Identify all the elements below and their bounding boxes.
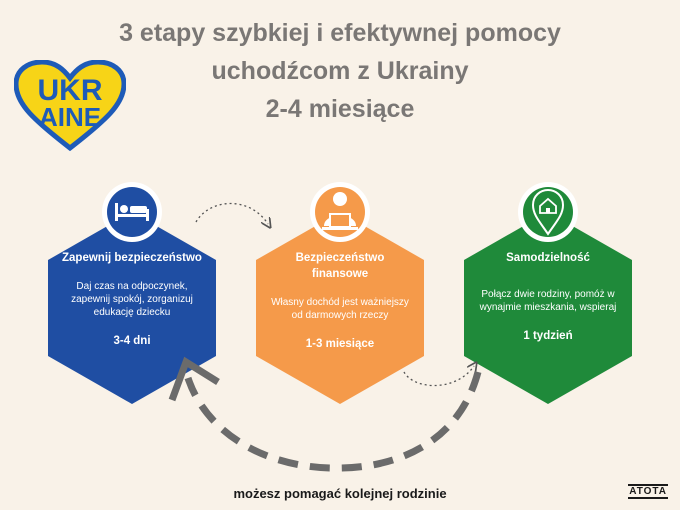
title-line-3: 2-4 miesiące	[265, 95, 415, 123]
connector-arrow-2-3	[403, 366, 474, 387]
bed-icon	[102, 182, 162, 242]
stage-1-description: Daj czas na odpoczynek, zapewnij spokój,…	[71, 281, 193, 318]
title-line-2: uchodźcom z Ukrainy	[211, 57, 469, 85]
stage-2-description: Własny dochód jest ważniejszy od darmowy…	[271, 297, 409, 321]
stage-3-duration: 1 tydzień	[523, 330, 573, 342]
connector-arrow-1-2	[195, 203, 268, 225]
brand-logo: ATOTA	[628, 484, 668, 499]
logo-text-line-2: AINE	[39, 102, 101, 132]
stage-1-content: Zapewnij bezpieczeństwo Daj czas na odpo…	[62, 250, 202, 347]
page-title: 3 etapy szybkiej i efektywnej pomocy uch…	[0, 14, 680, 128]
stage-3-title: Samodzielność	[506, 252, 590, 264]
stage-3-content: Samodzielność Połącz dwie rodziny, pomóż…	[478, 250, 618, 342]
title-line-1: 3 etapy szybkiej i efektywnej pomocy	[119, 19, 561, 47]
home-pin-icon	[518, 182, 578, 242]
stage-1-title: Zapewnij bezpieczeństwo	[62, 252, 202, 264]
stage-3-hexagon	[464, 212, 632, 404]
return-arrow-head	[168, 356, 220, 402]
person-laptop-icon	[310, 182, 370, 242]
ukraine-heart-logo: UKR AINE	[14, 60, 126, 152]
stage-1-duration: 3-4 dni	[113, 335, 151, 347]
stage-3-description: Połącz dwie rodziny, pomóż w wynajmie mi…	[479, 289, 617, 313]
stage-2-title: Bezpieczeństwo finansowe	[295, 252, 385, 280]
stage-2-duration: 1-3 miesiące	[305, 338, 375, 350]
stage-1-hexagon	[48, 212, 216, 404]
logo-text-line-1: UKR	[38, 74, 103, 107]
stage-2-content: Bezpieczeństwo finansowe Własny dochód j…	[270, 250, 410, 350]
footer-caption: możesz pomagać kolejnej rodzinie	[233, 486, 447, 501]
stage-2-hexagon	[256, 212, 424, 404]
